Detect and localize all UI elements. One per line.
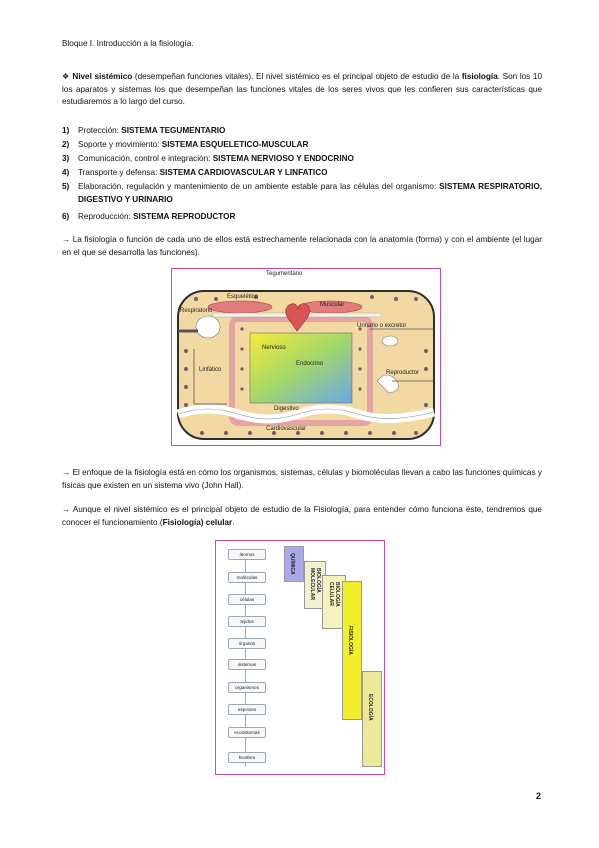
list-item: 4)Transporte y defensa: SISTEMA CARDIOVA… <box>62 168 328 177</box>
level-box: órganos <box>228 638 266 649</box>
list-item: 2)Soporte y movimiento: SISTEMA ESQUELET… <box>62 140 309 149</box>
label-reproductor: Reproductor <box>386 370 420 376</box>
label-linfatico: Linfático <box>199 367 222 373</box>
level-box: sistemas <box>228 659 266 670</box>
level-box: biosfera <box>228 752 266 763</box>
term-nivel-sistemico: Nivel sistémico <box>72 72 133 81</box>
band-ecologia: ECOLOGÍA <box>362 671 382 767</box>
level-box: átomos <box>228 549 266 560</box>
intro-paragraph: ❖ Nivel sistémico (desempeñan funciones … <box>62 72 542 106</box>
list-item: 3)Comunicación, control e integración: S… <box>62 154 354 163</box>
level-box: moléculas <box>228 572 266 583</box>
label-nervioso: Nervioso <box>262 345 286 351</box>
list-item: 6)Reproducción: SISTEMA REPRODUCTOR <box>62 212 236 221</box>
band-fisiologia: FISIOLOGÍA <box>342 581 362 720</box>
level-box: células <box>228 594 266 605</box>
label-esqueletico: Esquelético <box>227 294 259 300</box>
level-box: especies <box>228 704 266 715</box>
level-box: tejidos <box>228 616 266 627</box>
bullet-icon: ❖ <box>62 72 70 81</box>
paragraph-anatomy: → La fisiología o función de cada uno de… <box>62 235 542 257</box>
list-item: 1)Protección: SISTEMA TEGUMENTARIO <box>62 126 226 135</box>
label-muscular: Muscular <box>320 302 345 308</box>
paragraph-nivel-celular: → Aunque el nivel sistémico es el princi… <box>62 505 542 527</box>
page-header: Bloque I. Introducción a la fisiología. <box>62 39 194 48</box>
organization-levels-diagram: átomos moléculas células tejidos órganos… <box>215 540 385 775</box>
level-box: ecosistemas <box>228 727 266 738</box>
label-endocrino: Endocrino <box>296 361 324 367</box>
label-cardiovascular: Cardiovascular <box>266 426 307 432</box>
label-respiratorio: Respiratorio <box>180 308 213 314</box>
label-digestivo: Digestivo <box>274 406 299 412</box>
band-quimica: QUÍMICA <box>284 546 304 582</box>
page-number: 2 <box>536 791 542 801</box>
level-box: organismos <box>228 682 266 693</box>
list-item: 5)Elaboración, regulación y mantenimient… <box>62 182 543 204</box>
body-systems-diagram: Tegumentario Esquelético Muscular Respir… <box>171 268 441 446</box>
label-tegumentario: Tegumentario <box>266 271 303 277</box>
body-systems-illustration <box>176 290 436 440</box>
paragraph-enfoque: → El enfoque de la fisiología está en có… <box>62 468 542 490</box>
label-urinario: Urinario o excretor <box>357 323 407 329</box>
